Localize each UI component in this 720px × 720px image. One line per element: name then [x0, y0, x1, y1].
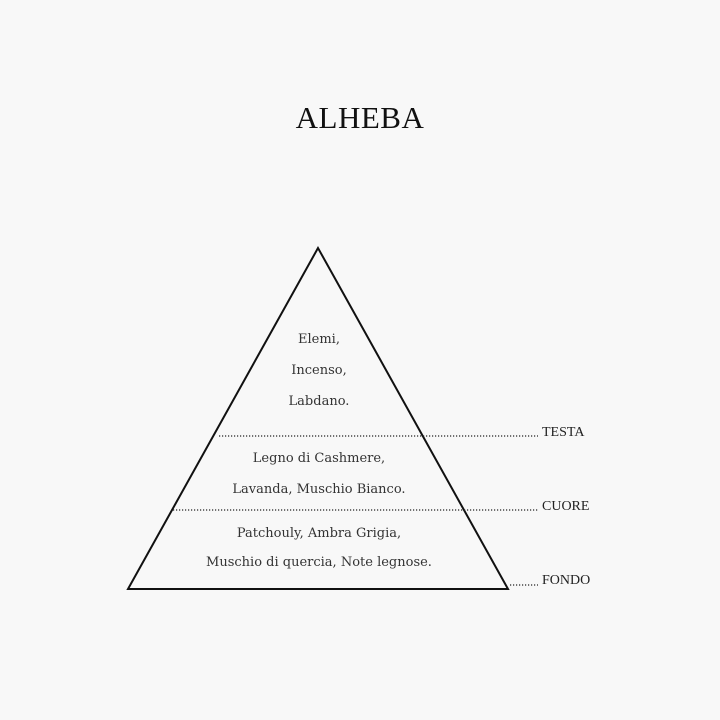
testa-note: Incenso,	[291, 363, 347, 378]
fondo-note: Patchouly, Ambra Grigia,	[236, 526, 402, 541]
testa-note: Elemi,	[298, 332, 340, 347]
testa-note: Labdano.	[288, 394, 350, 409]
level-label-cuore: CUORE	[542, 499, 590, 514]
pyramid-outline	[126, 245, 510, 590]
cuore-note: Lavanda, Muschio Bianco.	[232, 482, 406, 497]
level-label-testa: TESTA	[542, 425, 585, 440]
cuore-note: Legno di Cashmere,	[252, 451, 386, 466]
level-label-fondo: FONDO	[542, 573, 591, 588]
perfume-title: ALHEBA	[295, 100, 425, 135]
fondo-note: Muschio di quercia, Note legnose.	[206, 555, 432, 570]
